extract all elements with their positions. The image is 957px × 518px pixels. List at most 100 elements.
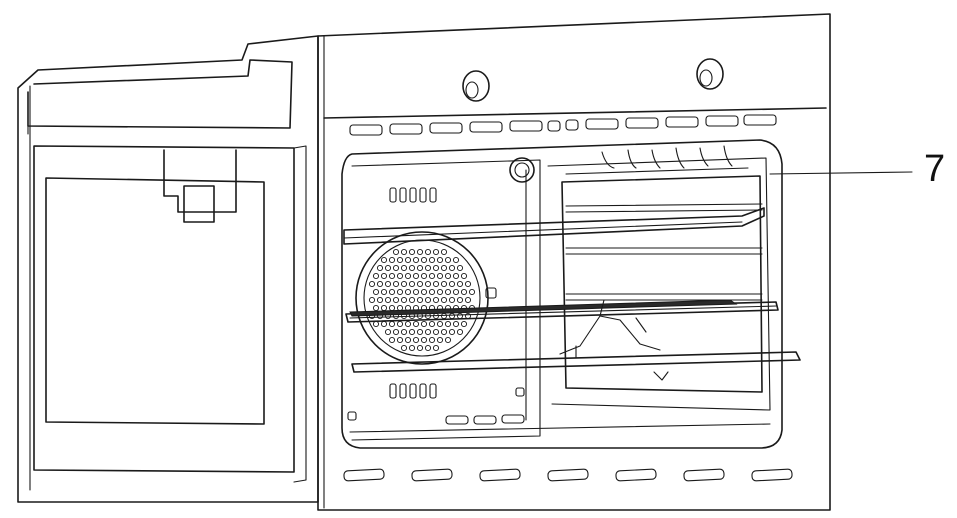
fan-cover-hole: [376, 296, 384, 304]
fan-cover-hole: [396, 336, 404, 344]
fan-cover-hole: [424, 344, 432, 352]
fan-cover-hole: [428, 256, 436, 264]
fan-cover-hole: [444, 320, 452, 328]
lower-rack: [351, 299, 801, 381]
fan-cover-hole: [444, 272, 452, 280]
fan-cover-hole: [428, 320, 436, 328]
fan-cover-hole: [400, 248, 408, 256]
fan-cover-hole: [440, 248, 448, 256]
fan-cover-hole: [448, 312, 456, 320]
fan-cover-hole: [392, 280, 400, 288]
fan-cover-hole: [456, 312, 464, 320]
fan-cover-hole: [436, 320, 444, 328]
fan-cover-hole: [380, 288, 388, 296]
fan-cover-hole: [376, 264, 384, 272]
fan-cover-hole: [436, 272, 444, 280]
oven-cavity: [341, 139, 783, 449]
fan-cover-hole: [468, 288, 476, 296]
fan-cover-hole: [388, 304, 396, 312]
fan-cover-hole: [444, 336, 452, 344]
callout-7: [769, 171, 913, 175]
door-inner-frame: [33, 145, 295, 473]
fan-cover-hole: [460, 288, 468, 296]
fan-cover-hole: [380, 320, 388, 328]
fan-cover-hole: [420, 320, 428, 328]
fan-cover-hole: [432, 344, 440, 352]
fan-cover-hole: [384, 280, 392, 288]
convection-fan-cover: [355, 231, 489, 365]
fan-cover-hole: [448, 280, 456, 288]
oven-door: [17, 35, 319, 503]
fan-cover-hole: [384, 328, 392, 336]
fan-cover-hole: [400, 296, 408, 304]
fan-cover-hole: [408, 296, 416, 304]
fan-cover-hole: [436, 288, 444, 296]
door-handle: [27, 59, 293, 129]
fan-cover-hole: [368, 280, 376, 288]
oven-body: [317, 13, 831, 511]
fan-cover-hole: [424, 296, 432, 304]
door-outline: [17, 35, 319, 503]
fan-cover-hole: [396, 304, 404, 312]
fan-cover-hole: [400, 280, 408, 288]
fan-cover-hole: [372, 288, 380, 296]
fan-cover-hole: [396, 256, 404, 264]
fan-cover-hole: [416, 344, 424, 352]
fan-cover-hole: [392, 296, 400, 304]
fan-cover-hole: [404, 288, 412, 296]
lower-wall-slots: [389, 383, 525, 425]
fan-cover-hole: [424, 328, 432, 336]
fan-cover-hole: [448, 264, 456, 272]
fan-cover-hole: [432, 328, 440, 336]
fan-cover-hole: [388, 336, 396, 344]
fan-cover-hole: [400, 344, 408, 352]
fan-cover-hole: [452, 288, 460, 296]
fan-cover-hole: [452, 256, 460, 264]
fan-cover-hole: [448, 328, 456, 336]
fan-cover-hole: [404, 336, 412, 344]
fan-cover-hole: [444, 256, 452, 264]
wire-rack: [345, 299, 779, 323]
fan-cover-hole: [456, 264, 464, 272]
bottom-vent-slots: [343, 468, 793, 482]
fan-cover-hole: [372, 304, 380, 312]
fan-cover-hole: [404, 320, 412, 328]
fan-cover-hole: [448, 296, 456, 304]
fan-cover-hole: [396, 272, 404, 280]
fan-cover-hole: [412, 272, 420, 280]
fan-cover-hole: [380, 256, 388, 264]
fan-cover-hole: [436, 336, 444, 344]
control-knob-left: [462, 70, 490, 102]
fan-cover-hole: [372, 272, 380, 280]
callout-leader-line: [769, 171, 913, 175]
fan-cover-hole: [404, 256, 412, 264]
fan-cover-hole: [396, 320, 404, 328]
oven-lamp: [509, 157, 535, 183]
fan-cover-hole: [440, 280, 448, 288]
fan-cover-hole: [404, 272, 412, 280]
fan-cover-hole: [452, 272, 460, 280]
fan-cover-hole: [400, 328, 408, 336]
control-knob-right: [696, 58, 724, 90]
callout-label-7: 7: [924, 148, 946, 190]
fan-cover-hole: [392, 328, 400, 336]
fan-cover-hole: [436, 256, 444, 264]
fan-cover-hole: [392, 248, 400, 256]
top-vent-slots: [349, 114, 777, 136]
fan-cover-hole: [384, 264, 392, 272]
fan-cover-hole: [456, 296, 464, 304]
fan-cover-hole: [408, 344, 416, 352]
fan-cover-hole: [424, 280, 432, 288]
fan-cover-hole: [420, 336, 428, 344]
fan-cover-hole: [388, 320, 396, 328]
fan-cover-hole: [428, 336, 436, 344]
fan-cover-hole: [408, 280, 416, 288]
fan-cover-hole: [428, 272, 436, 280]
fan-cover-hole: [416, 280, 424, 288]
fan-cover-hole: [416, 264, 424, 272]
fan-cover-hole: [456, 280, 464, 288]
fan-cover-hole: [440, 328, 448, 336]
fan-cover-hole: [408, 264, 416, 272]
